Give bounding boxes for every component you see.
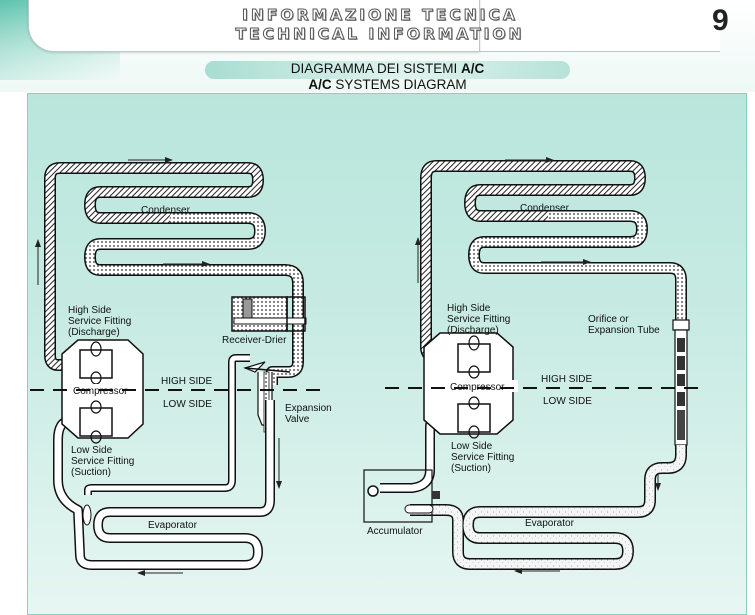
label-line: Valve: [285, 414, 310, 425]
label-line: Low Side: [451, 441, 493, 452]
diagram-panel: [27, 93, 747, 615]
left-suction-evaporator: [53, 354, 275, 570]
label-receiver-drier: Receiver-Drier: [222, 335, 287, 346]
label-line: Service Fitting: [451, 452, 514, 463]
title-italian: INFORMAZIONE TECNICA: [242, 6, 518, 25]
label-accumulator: Accumulator: [367, 526, 423, 537]
subtitle-english: A/C SYSTEMS DIAGRAM: [205, 77, 570, 93]
label-line: High Side: [68, 305, 112, 316]
label-compressor: Compressor: [450, 382, 505, 393]
label-high-side-fitting: High Side Service Fitting (Discharge): [68, 305, 134, 338]
label-compressor: Compressor: [73, 386, 128, 397]
label-evaporator: Evaporator: [525, 518, 575, 529]
page-title: INFORMAZIONE TECNICA TECHNICAL INFORMATI…: [200, 6, 560, 44]
label-line: Service Fitting: [447, 314, 510, 325]
label-high-side: HIGH SIDE: [541, 374, 592, 385]
subtitle-en-text: SYSTEMS DIAGRAM: [331, 77, 467, 92]
orifice-tube: [672, 319, 690, 446]
label-line: Expansion Tube: [588, 325, 660, 336]
left-liquid-line: [84, 212, 304, 385]
right-diagram: Condenser High Side Service Fitting (Dis…: [363, 157, 705, 574]
label-line: Service Fitting: [71, 456, 134, 467]
label-orifice-tube: Orifice or Expansion Tube: [588, 314, 660, 336]
right-liquid-line: [468, 210, 687, 320]
label-condenser: Condenser: [520, 203, 570, 214]
label-line: Service Fitting: [68, 316, 131, 327]
label-line: (Discharge): [447, 325, 499, 336]
label-line: High Side: [447, 303, 491, 314]
header-tab-extension: [470, 0, 720, 52]
subtitle-it-bold: A/C: [461, 61, 485, 76]
label-low-side: LOW SIDE: [163, 399, 212, 410]
label-low-side-fitting: Low Side Service Fitting (Suction): [451, 441, 517, 474]
label-high-side-fitting: High Side Service Fitting (Discharge): [447, 303, 513, 336]
section-subtitle: DIAGRAMMA DEI SISTEMI A/C A/C SYSTEMS DI…: [205, 61, 570, 93]
label-line: (Suction): [71, 467, 111, 478]
subtitle-en-bold: A/C: [308, 77, 332, 92]
accumulator: [363, 469, 440, 523]
title-english: TECHNICAL INFORMATION: [235, 25, 525, 44]
ac-diagrams: Condenser High Side Service Fitting (Dis…: [30, 157, 705, 576]
label-line: Low Side: [71, 445, 113, 456]
right-evaporator: [410, 445, 687, 570]
label-high-side: HIGH SIDE: [161, 376, 212, 387]
label-line: (Suction): [451, 463, 491, 474]
subtitle-italian: DIAGRAMMA DEI SISTEMI A/C: [205, 61, 570, 77]
subtitle-it-text: DIAGRAMMA DEI SISTEMI: [290, 61, 462, 76]
label-line: Expansion: [285, 403, 332, 414]
label-expansion-valve: Expansion Valve: [285, 403, 334, 425]
subtitle-pill: [205, 61, 570, 79]
label-evaporator: Evaporator: [148, 520, 198, 531]
left-diagram: Condenser High Side Service Fitting (Dis…: [30, 157, 334, 576]
label-line: (Discharge): [68, 327, 120, 338]
label-low-side-fitting: Low Side Service Fitting (Suction): [71, 445, 137, 478]
receiver-drier: [231, 296, 307, 332]
page-number: 9: [712, 4, 729, 37]
label-condenser: Condenser: [141, 205, 191, 216]
left-discharge-line: [44, 162, 264, 371]
label-low-side: LOW SIDE: [543, 396, 592, 407]
label-line: Orifice or: [588, 314, 629, 325]
header-tab: [28, 0, 480, 52]
